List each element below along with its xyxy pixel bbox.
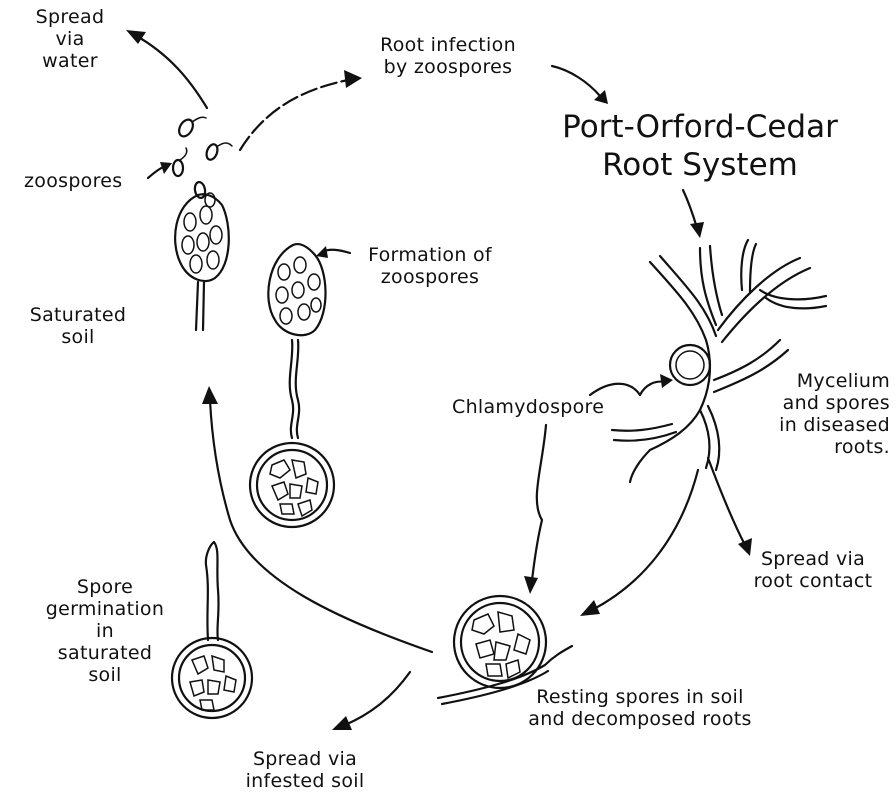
label-line: Spread — [30, 6, 110, 28]
label-line: in diseased — [750, 414, 890, 436]
label-line: root contact — [738, 570, 888, 592]
arrow-spread-root-contact — [708, 458, 752, 556]
label-line: germination — [40, 598, 170, 620]
label-line: in — [40, 620, 170, 642]
label-line: infested soil — [230, 770, 380, 792]
label-line: Resting spores in soil — [510, 686, 770, 708]
label-zoospores: zoospores — [24, 170, 123, 192]
chlamydospore-germinating — [250, 443, 334, 527]
arrow-roots-to-resting — [580, 470, 698, 616]
label-line: saturated — [40, 642, 170, 664]
label-root-infection: Root infection by zoospores — [338, 34, 558, 78]
arrow-title-to-roots — [683, 190, 704, 238]
label-line: soil — [40, 664, 170, 686]
label-line: water — [30, 50, 110, 72]
label-line: Spread via — [230, 748, 380, 770]
arrow-root-infection — [240, 70, 362, 150]
label-spread-via-infested-soil: Spread via infested soil — [230, 748, 380, 792]
arrow-spread-infested-soil — [332, 672, 410, 730]
label-line: by zoospores — [338, 56, 558, 78]
label-line: Spread via — [738, 548, 888, 570]
arrow-to-root-system — [552, 66, 608, 104]
label-spread-via-water: Spread via water — [30, 6, 110, 72]
sporangium-releasing — [175, 193, 229, 330]
label-line: soil — [8, 326, 148, 348]
arrow-chlamydospore-to-resting — [524, 425, 546, 594]
arrow-zoospores-pointer — [148, 162, 172, 178]
label-chlamydospore: Chlamydospore — [452, 396, 604, 418]
label-line: Spore — [40, 576, 170, 598]
label-saturated-soil: Saturated soil — [8, 304, 148, 348]
sporangium-forming — [268, 244, 325, 438]
label-spore-germination: Spore germination in saturated soil — [40, 576, 170, 686]
label-line: Root infection — [338, 34, 558, 56]
label-resting-spores: Resting spores in soil and decomposed ro… — [510, 686, 770, 730]
title-line: Root System — [552, 146, 848, 184]
label-line: roots. — [750, 436, 890, 458]
title-line: Port-Orford-Cedar — [552, 108, 848, 146]
arrow-spread-via-water — [126, 30, 207, 108]
label-spread-via-root-contact: Spread via root contact — [738, 548, 888, 592]
label-line: via — [30, 28, 110, 50]
label-line: and spores — [750, 392, 890, 414]
arrow-chlamydospore-to-root — [590, 374, 673, 395]
label-mycelium-and-spores: Mycеlium and spores in diseased roots. — [750, 370, 890, 458]
label-line: Saturated — [8, 304, 148, 326]
zoospore-cells — [173, 117, 232, 199]
label-line: zoospores — [340, 266, 520, 288]
label-line: Mycеlium — [750, 370, 890, 392]
label-line: Formation of — [340, 244, 520, 266]
spore-germination-drawing — [172, 542, 252, 718]
label-line: and decomposed roots — [510, 708, 770, 730]
diagram-title: Port-Orford-Cedar Root System — [552, 108, 848, 184]
label-formation-of-zoospores: Formation of zoospores — [340, 244, 520, 288]
